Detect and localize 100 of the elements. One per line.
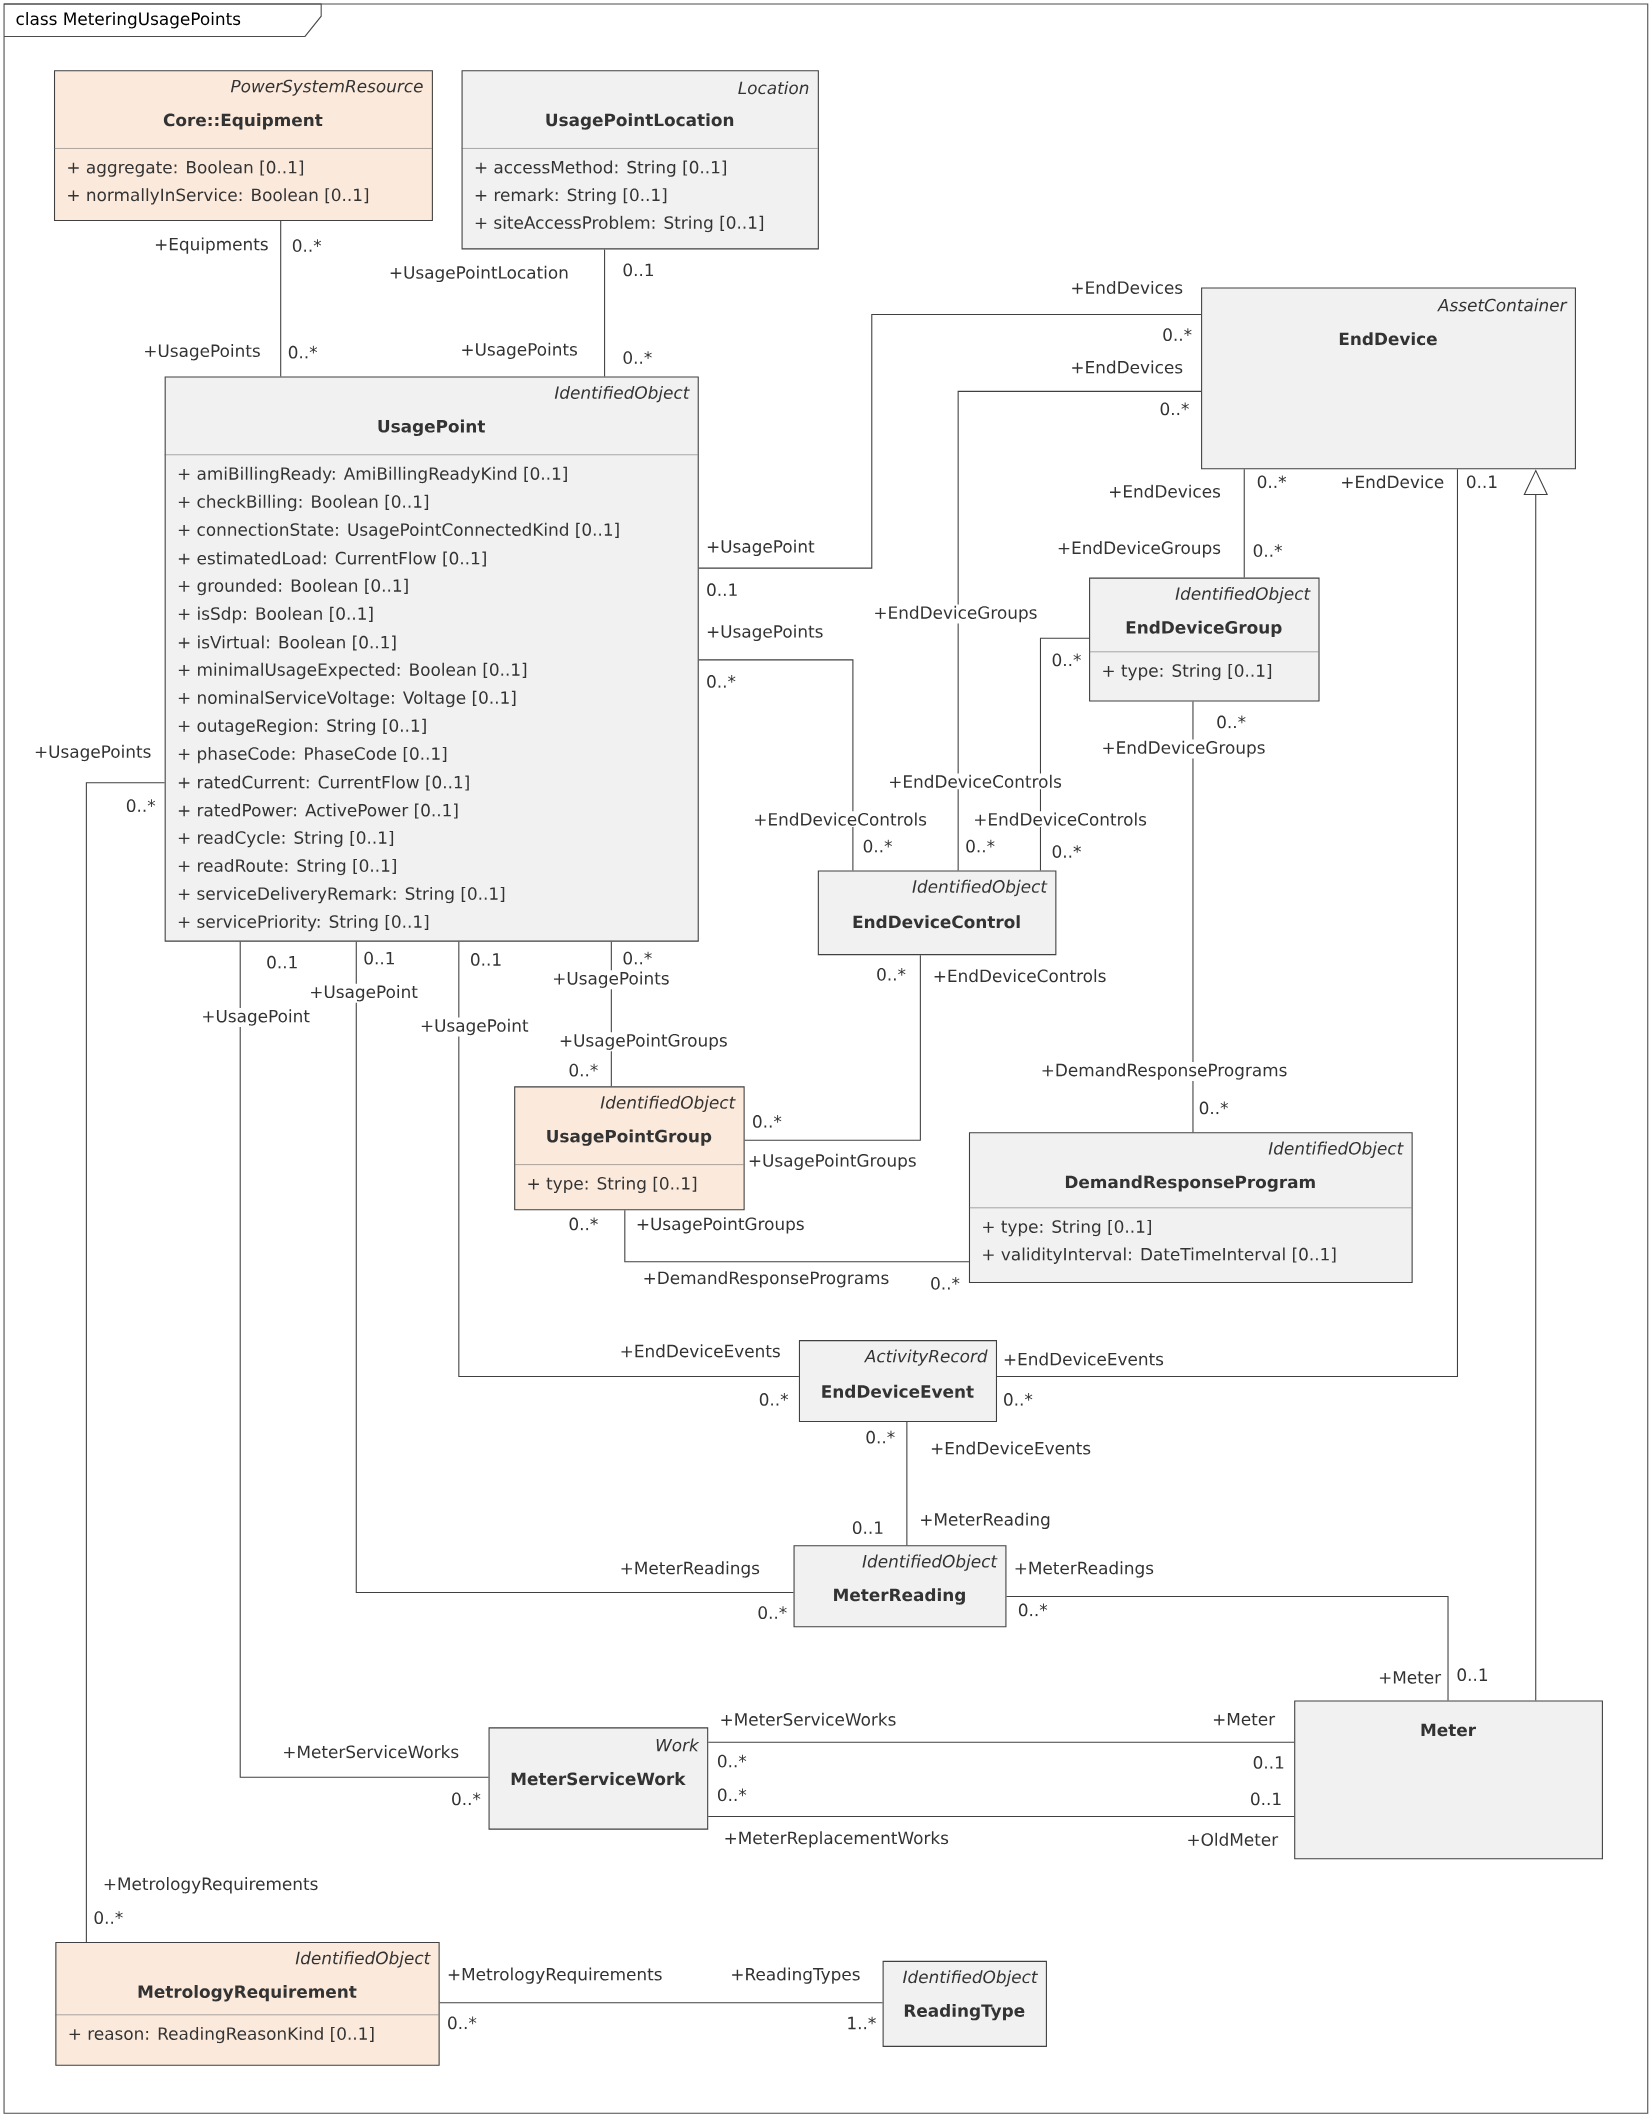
association-line [239,941,490,1778]
association-line [439,2002,884,2004]
association-line [280,220,282,378]
association-line [624,1209,970,1263]
attribute-text: + grounded: Boolean [0..1] [178,578,408,596]
attribute-text: + nominalServiceVoltage: Voltage [0..1] [178,690,516,708]
class-name: MetrologyRequirement [138,1985,357,2002]
association-line [996,468,1459,1378]
stereotype-label: IdentifiedObject [903,1970,1039,1987]
class-name: Meter [1421,1723,1477,1737]
association-end-label: 0..1 [1248,1791,1284,1807]
association-end-label: +UsagePoint [418,1017,530,1037]
attribute-text: + estimatedLoad: CurrentFlow [0..1] [178,551,486,567]
frame-title: class MeteringUsagePoints [3,3,322,37]
attribute-text: + connectionState: UsagePointConnectedKind [0..1] [178,522,619,540]
stereotype-label: IdentifiedObject [1268,1141,1404,1158]
association-end-label: 0..1 [621,262,657,278]
association-end-label: 0..* [715,1753,749,1769]
association-end-label: 0..* [861,838,894,854]
attribute-text: + amiBillingReady: AmiBillingReadyKind [0..1] [178,466,567,484]
association-end-label: +DemandResponsePrograms [1039,1062,1289,1081]
attribute-text: + aggregate: Boolean [0..1] [68,160,304,177]
association-end-label: +UsagePointLocation [387,264,571,284]
class-name: ReadingType [905,2003,1025,2021]
association-end-label: +EndDeviceGroups [1100,739,1267,759]
class-name: EndDevice [1340,332,1437,346]
association-line [458,941,800,1378]
attribute-text: + readCycle: String [0..1] [178,830,394,848]
association-end-label: +UsagePoints [551,970,672,990]
class-name: UsagePointGroup [547,1129,712,1146]
association-end-label: +EndDeviceEvents [928,1440,1093,1456]
class-name: DemandResponseProgram [1066,1175,1315,1192]
class-name: EndDeviceEvent [822,1384,974,1398]
association-end-label: 0..* [1214,714,1248,730]
association-end-label: +UsagePoint [704,538,817,558]
association-end-label: +MeterServiceWorks [718,1711,898,1728]
attribute-text: + siteAccessProblem: String [0..1] [475,215,764,233]
association-end-label: 0..1 [264,954,300,970]
association-line [85,782,166,1943]
stereotype-label: IdentifiedObject [912,879,1048,897]
attribute-text: + reason: ReadingReasonKind [0..1] [69,2026,374,2044]
association-end-label: +EndDeviceControls [972,811,1149,828]
class-name: EndDeviceGroup [1126,620,1282,638]
attribute-text: + type: String [0..1] [983,1219,1152,1237]
association-end-label: 0..* [449,1791,483,1807]
class-name: Core::Equipment [164,113,323,130]
attribute-text: + serviceDeliveryRemark: String [0..1] [178,886,505,904]
association-line [707,1815,1295,1817]
stereotype-label: AssetContainer [1437,298,1568,312]
association-end-label: +EndDevices [1069,359,1185,375]
stereotype-label: Work [656,1738,700,1752]
association-end-label: +EndDeviceControls [887,773,1064,790]
association-line [355,941,795,1593]
association-end-label: 0..* [1158,401,1191,417]
association-line [957,390,1202,871]
association-line [698,659,854,871]
association-end-label: 0..1 [704,582,740,598]
association-end-label: 0..* [864,1429,897,1445]
association-end-label: 0..* [445,2015,479,2031]
association-end-label: 0..* [286,344,320,360]
attribute-text: + checkBilling: Boolean [0..1] [178,494,429,512]
class-name: UsagePointLocation [546,113,734,130]
association-end-label: +Equipments [152,236,271,256]
association-end-label: +ReadingTypes [729,1966,862,1986]
association-line [698,313,1202,569]
stereotype-label: IdentifiedObject [554,385,690,403]
association-end-label: +UsagePoint [200,1008,312,1028]
class-name: MeterServiceWork [511,1772,686,1786]
stereotype-label: Location [738,81,809,95]
association-end-label: +EndDeviceEvents [1001,1351,1166,1367]
association-line [707,1741,1295,1743]
association-end-label: 0..* [1255,474,1288,490]
attribute-text: + type: String [0..1] [1103,663,1272,681]
attribute-text: + phaseCode: PhaseCode [0..1] [178,746,447,764]
association-end-label: +UsagePointGroups [557,1032,730,1052]
attribute-text: + validityInterval: DateTimeInterval [0..1] [983,1247,1336,1264]
association-end-label: +MeterReading [918,1511,1053,1531]
association-line [604,248,606,378]
class-name: EndDeviceControl [853,915,1020,929]
association-line [1243,468,1245,579]
attribute-text: + accessMethod: String [0..1] [475,160,727,177]
association-end-label: 0..* [1050,652,1083,668]
attribute-text: + servicePriority: String [0..1] [178,914,429,932]
class-name: MeterReading [834,1588,966,1605]
stereotype-label: PowerSystemResource [231,79,423,96]
association-line [1006,1595,1449,1701]
association-end-label: 0..1 [1464,474,1500,490]
association-end-label: 0..1 [362,950,397,966]
association-end-label: +UsagePointGroups [746,1152,919,1172]
association-line [1192,700,1194,1133]
stereotype-label: ActivityRecord [864,1349,988,1366]
association-end-label: +UsagePoints [704,623,825,643]
association-end-label: 0..1 [1455,1667,1491,1683]
association-end-label: 0..* [963,838,997,854]
attribute-text: + remark: String [0..1] [475,188,667,205]
attribute-text: + type: String [0..1] [528,1176,697,1194]
attribute-text: + isSdp: Boolean [0..1] [178,606,373,624]
association-line [906,1421,908,1546]
stereotype-label: IdentifiedObject [295,1951,431,1968]
attribute-text: + minimalUsageExpected: Boolean [0..1] [178,662,527,680]
